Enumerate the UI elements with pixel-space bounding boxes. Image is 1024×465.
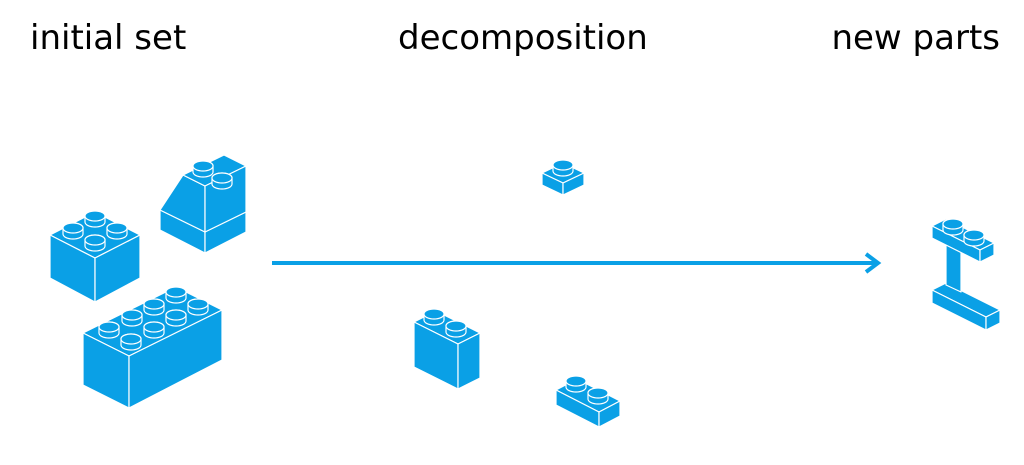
brick-1x2-icon: [413, 308, 481, 390]
label-new-parts: new parts: [831, 18, 1000, 58]
plate-1x2-icon: [555, 375, 621, 428]
slope-brick-icon: [159, 154, 247, 254]
brick-2x4-icon: [82, 286, 223, 409]
label-decomposition: decomposition: [398, 18, 648, 58]
decomposition-arrow: [272, 252, 882, 274]
bracket-part-icon: [931, 218, 1001, 331]
plate-1x1-icon: [541, 159, 585, 196]
brick-2x2-icon: [49, 210, 141, 303]
label-initial-set: initial set: [30, 18, 187, 58]
